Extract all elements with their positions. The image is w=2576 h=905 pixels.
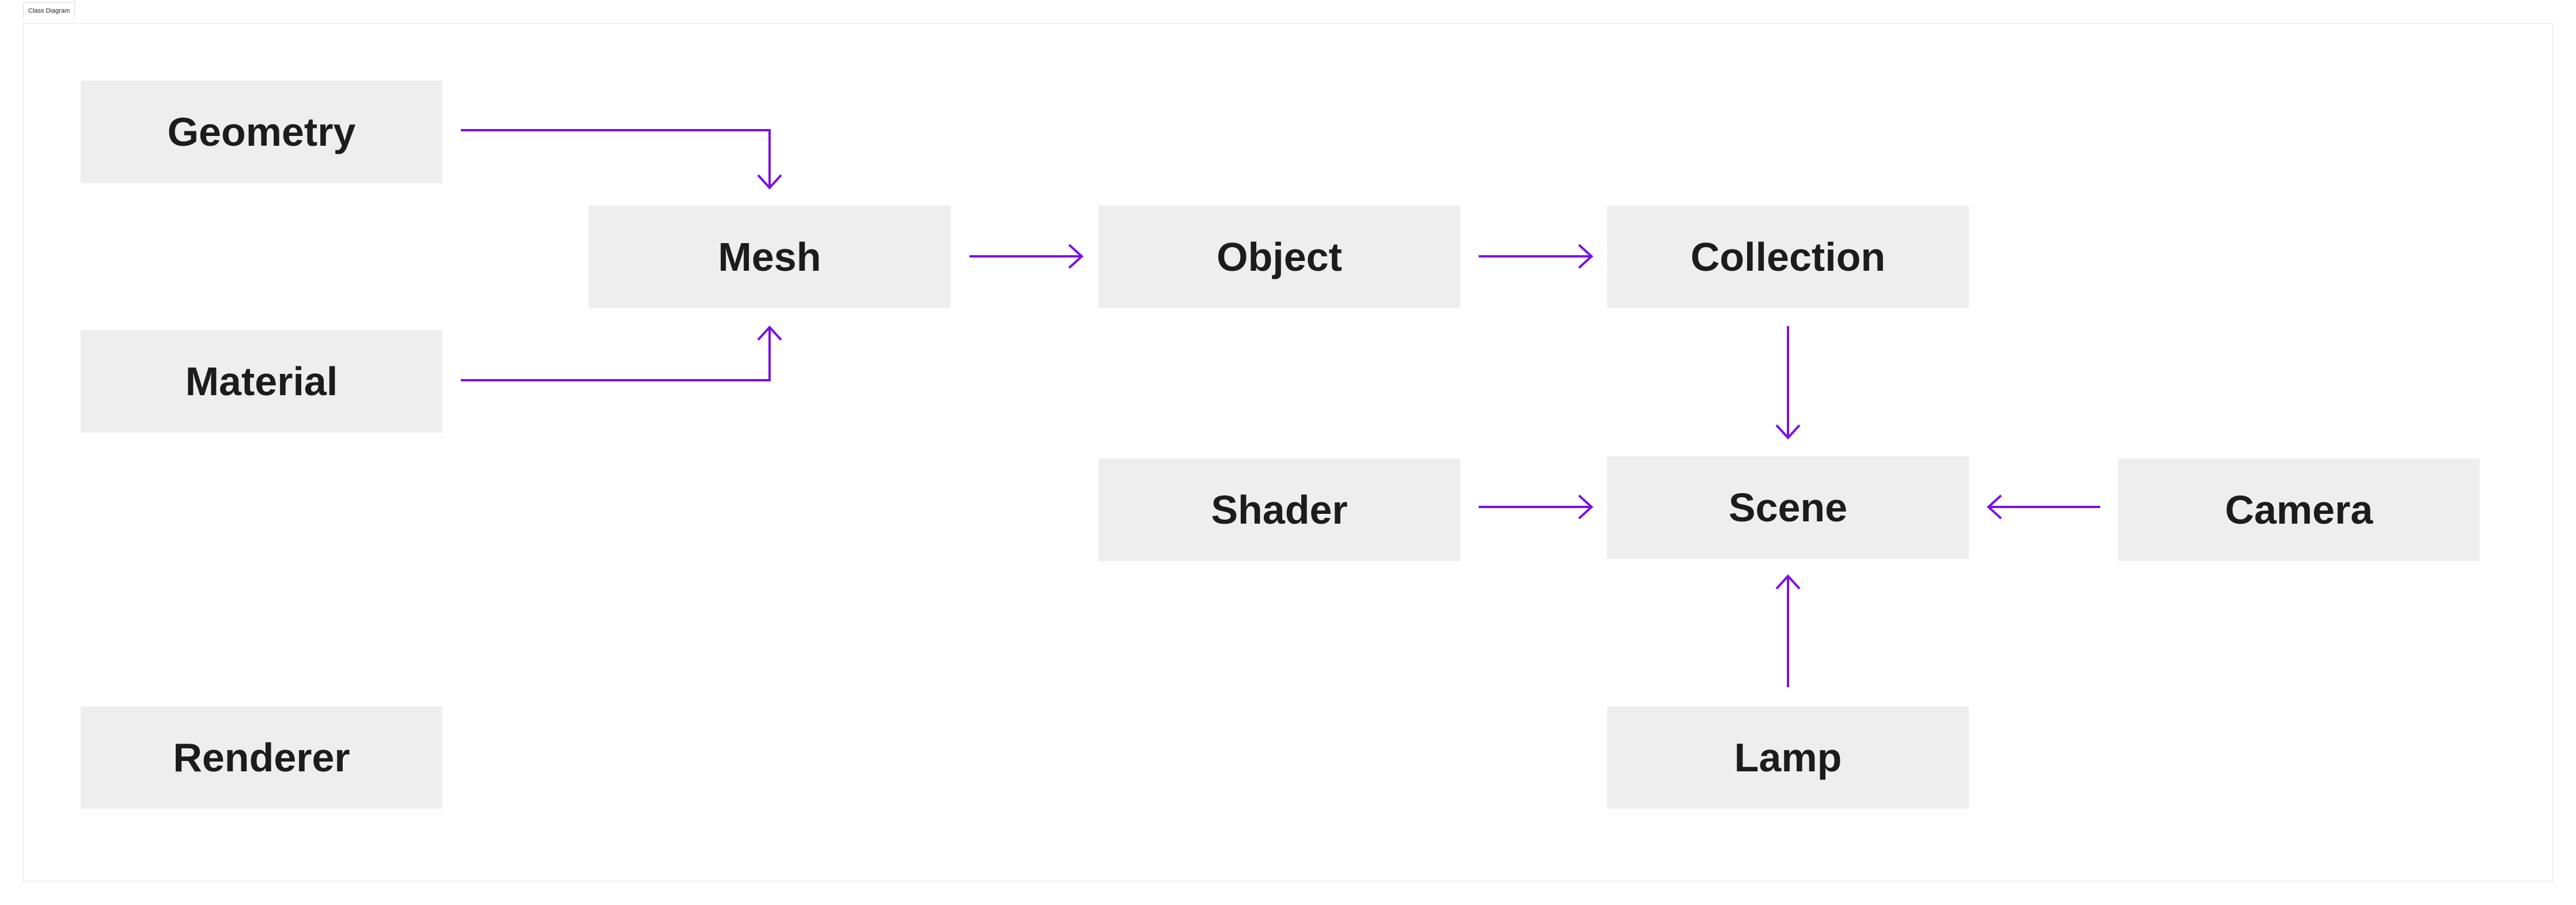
arrowhead-collection-scene (1775, 424, 1801, 440)
arrowhead-geometry-mesh (757, 174, 782, 190)
arrowhead-material-mesh (757, 325, 782, 341)
edge-material-mesh (461, 328, 771, 381)
node-lamp[interactable]: Lamp (1607, 706, 1969, 809)
arrowhead-lamp-scene (1775, 574, 1801, 590)
diagram-tab[interactable]: Class Diagram (23, 2, 75, 19)
arrowhead-shader-scene (1578, 494, 1593, 520)
diagram-canvas (23, 23, 2553, 881)
arrowhead-object-collection (1578, 244, 1593, 269)
node-scene[interactable]: Scene (1607, 456, 1969, 559)
node-object[interactable]: Object (1098, 206, 1460, 308)
edge-geometry-mesh (461, 129, 771, 188)
arrowhead-mesh-object (1068, 244, 1084, 269)
node-collection[interactable]: Collection (1607, 206, 1969, 308)
node-shader[interactable]: Shader (1098, 459, 1460, 561)
node-camera[interactable]: Camera (2118, 459, 2480, 561)
arrowhead-camera-scene (1987, 494, 2002, 520)
node-mesh[interactable]: Mesh (589, 206, 950, 308)
node-material[interactable]: Material (81, 330, 442, 433)
node-renderer[interactable]: Renderer (81, 706, 442, 809)
node-geometry[interactable]: Geometry (81, 81, 442, 183)
